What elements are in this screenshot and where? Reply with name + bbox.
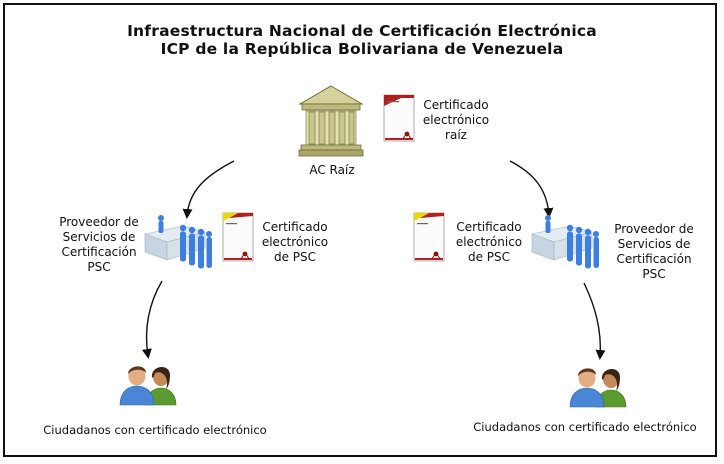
root-certificate-line-3: raíz: [445, 128, 467, 142]
psc-right-label: Proveedor de Servicios de Certificación …: [606, 222, 702, 282]
psc-left-certificate-icon: [222, 212, 254, 262]
citizens-right-label: Ciudadanos con certificado electrónico: [473, 420, 697, 434]
psc-right-certificate-label: Certificado electrónico de PSC: [446, 220, 532, 265]
root-certificate-line-1: Certificado: [423, 98, 489, 112]
psc-left-line-3: Certificación: [61, 245, 137, 259]
psc-right-cert-line-1: Certificado: [456, 220, 522, 234]
psc-right-line-4: PSC: [642, 267, 666, 281]
service-desk-people-icon: [143, 215, 212, 269]
diagram-title-line1: Infraestructura Nacional de Certificació…: [127, 22, 597, 40]
psc-left-certificate-label: Certificado electrónico de PSC: [252, 220, 338, 265]
psc-left-label: Proveedor de Servicios de Certificación …: [52, 215, 146, 275]
psc-left-line-1: Proveedor de: [59, 215, 139, 229]
psc-right-cert-line-3: de PSC: [467, 250, 511, 264]
psc-right-line-2: Servicios de: [617, 237, 691, 251]
arrow-psc-right-to-citizens: [583, 282, 606, 360]
psc-right-line-1: Proveedor de: [614, 222, 694, 236]
root-ca-label: AC Raíz: [309, 163, 355, 177]
root-certificate-icon: [383, 94, 415, 142]
psc-right-certificate-icon: [413, 212, 445, 262]
psc-right-line-3: Certificación: [616, 252, 692, 266]
arrow-root-to-psc-left: [182, 160, 235, 219]
root-certificate-label: Certificado electrónico raíz: [412, 98, 500, 143]
citizens-icon: [119, 366, 177, 406]
arrow-root-to-psc-right: [509, 160, 554, 218]
psc-left-cert-line-2: electrónico: [261, 235, 329, 249]
diagram-title-line2: ICP de la República Bolivariana de Venez…: [160, 40, 564, 58]
diagram-frame: [3, 3, 717, 457]
citizens-icon: [569, 368, 627, 408]
service-desk-people-icon: [530, 215, 599, 269]
psc-left-line-2: Servicios de: [62, 230, 136, 244]
psc-left-cert-line-3: de PSC: [273, 250, 317, 264]
arrow-psc-left-to-citizens: [141, 280, 163, 359]
root-certificate-line-2: electrónico: [422, 113, 490, 127]
psc-right-cert-line-2: electrónico: [455, 235, 523, 249]
citizens-left-label: Ciudadanos con certificado electrónico: [43, 423, 267, 437]
government-building-icon: [298, 85, 364, 157]
psc-left-cert-line-1: Certificado: [262, 220, 328, 234]
psc-left-line-4: PSC: [87, 260, 111, 274]
